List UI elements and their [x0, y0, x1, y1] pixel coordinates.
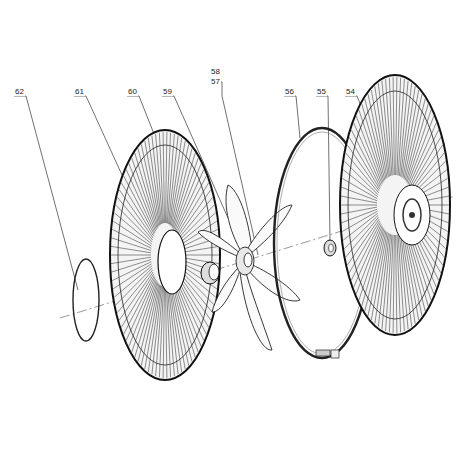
grille-wire — [407, 110, 431, 183]
grille-wire — [409, 123, 437, 186]
grille-wire — [342, 209, 378, 223]
callout-number: 54 — [345, 87, 356, 96]
grille-wire — [351, 223, 380, 281]
grille-wire — [386, 235, 392, 332]
grille-wire — [396, 77, 397, 175]
callout-number: 59 — [162, 87, 173, 96]
grille-wire — [163, 132, 164, 223]
grille-wire — [405, 99, 425, 180]
grille-wire — [168, 136, 178, 224]
grille-wire — [362, 229, 384, 306]
grille-wire — [351, 130, 380, 188]
grille-wire — [341, 196, 377, 203]
grille-wire — [163, 287, 164, 378]
grille-wire — [342, 211, 377, 231]
grille-wire — [126, 277, 155, 340]
grille-wire — [398, 79, 404, 176]
grille-wire — [112, 238, 152, 251]
grille-wire — [117, 270, 152, 313]
grille-wire — [354, 224, 382, 287]
callout-number: 58 — [210, 67, 221, 76]
rear-grille — [340, 75, 450, 335]
spinner-nut — [324, 240, 336, 256]
grille-wire — [111, 257, 151, 263]
grille-wire — [397, 78, 401, 176]
grille-wire — [393, 235, 394, 333]
grille-wire — [365, 230, 385, 311]
grille-wire — [406, 104, 428, 181]
fan-blade — [198, 185, 300, 350]
grille-wire — [342, 187, 378, 201]
grille-wire — [410, 130, 439, 188]
grille-wire — [124, 176, 155, 235]
callout-number: 61 — [74, 87, 85, 96]
grille-wire — [398, 235, 404, 332]
grille-wire — [126, 170, 155, 233]
grille-wire — [159, 133, 163, 224]
grille-wire — [389, 235, 393, 332]
grille-wire — [389, 78, 393, 176]
grille-wire — [341, 207, 377, 214]
grille-wire — [152, 286, 162, 374]
grille-wire — [356, 226, 382, 294]
grille-wire — [166, 132, 167, 223]
grille-wire — [354, 123, 382, 186]
grille-wire — [386, 79, 392, 176]
grille-wire — [347, 145, 379, 191]
grille-wire — [341, 205, 377, 206]
grille-wire — [111, 246, 151, 252]
grille-wire — [393, 77, 394, 175]
grille-wire — [396, 235, 397, 333]
grille-wire — [112, 260, 152, 273]
grille-wire — [176, 183, 208, 237]
grille-wire — [349, 137, 380, 189]
grille-wire — [111, 255, 151, 256]
grille-wire — [167, 287, 171, 378]
grille-wire — [397, 235, 401, 332]
grille-wire — [166, 287, 167, 378]
grille-wire — [359, 110, 383, 183]
badge-ring — [73, 259, 99, 341]
grille-wire — [116, 268, 153, 305]
callout-number: 56 — [284, 87, 295, 96]
grille-wire — [346, 217, 379, 257]
grille-wire — [121, 274, 153, 328]
grille-wire — [175, 170, 204, 233]
callout-number: 62 — [14, 87, 25, 96]
grille-wire — [176, 176, 207, 235]
blade-cap — [201, 262, 219, 284]
grille-wire — [408, 116, 434, 184]
grille-wire — [124, 276, 155, 335]
grille-wire — [356, 116, 382, 184]
callout-number: 55 — [316, 87, 327, 96]
grille-wire — [359, 227, 383, 300]
front-grille — [110, 130, 220, 380]
callout-number: 57 — [210, 77, 221, 86]
callout-number: 60 — [127, 87, 138, 96]
